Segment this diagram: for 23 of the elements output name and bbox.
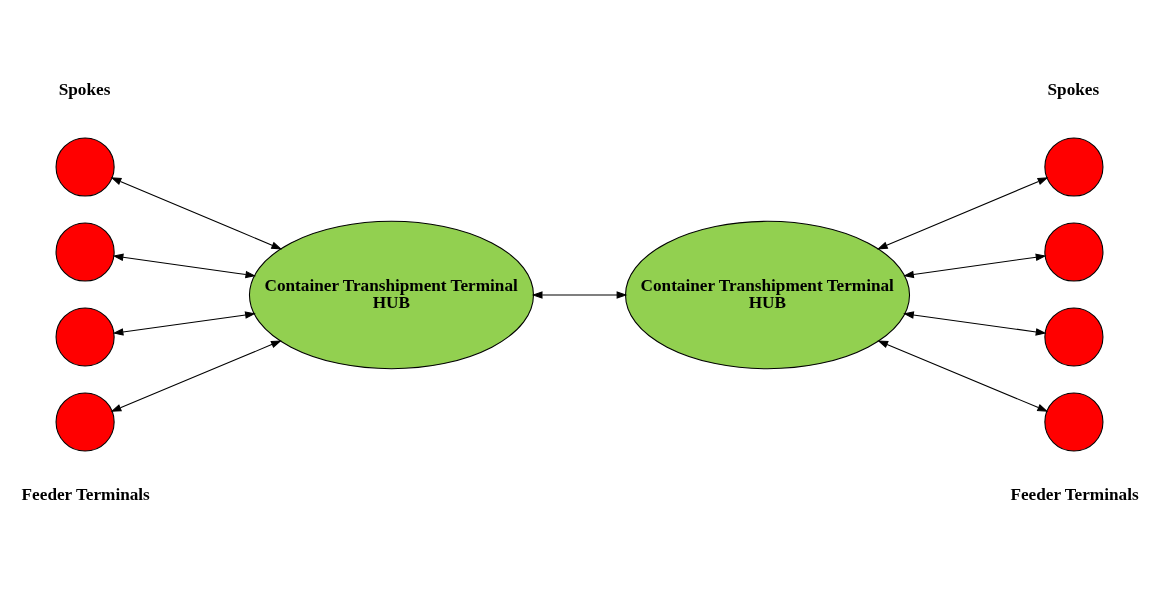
node-circle (55, 222, 115, 282)
label: Spokes (58, 79, 111, 99)
node-circle (1044, 392, 1104, 452)
arrow (876, 177, 1049, 250)
arrow (112, 311, 256, 336)
arrow (112, 253, 257, 279)
node-circle (55, 137, 115, 197)
node-ellipse: Container Transhipment Terminal HUB (248, 220, 535, 370)
node-circle (55, 307, 115, 367)
label: Spokes (1047, 79, 1100, 99)
arrow (877, 340, 1049, 412)
node-circle (1044, 137, 1104, 197)
arrow (903, 253, 1047, 279)
arrow (903, 311, 1047, 336)
node-circle (1044, 222, 1104, 282)
arrow (110, 177, 283, 250)
arrow (110, 340, 282, 412)
node-ellipse: Container Transhipment Terminal HUB (624, 220, 911, 370)
label: Feeder Terminals (1010, 485, 1139, 505)
label: Feeder Terminals (21, 485, 150, 505)
node-circle (55, 392, 115, 452)
node-circle (1044, 307, 1104, 367)
arrow (531, 291, 628, 299)
